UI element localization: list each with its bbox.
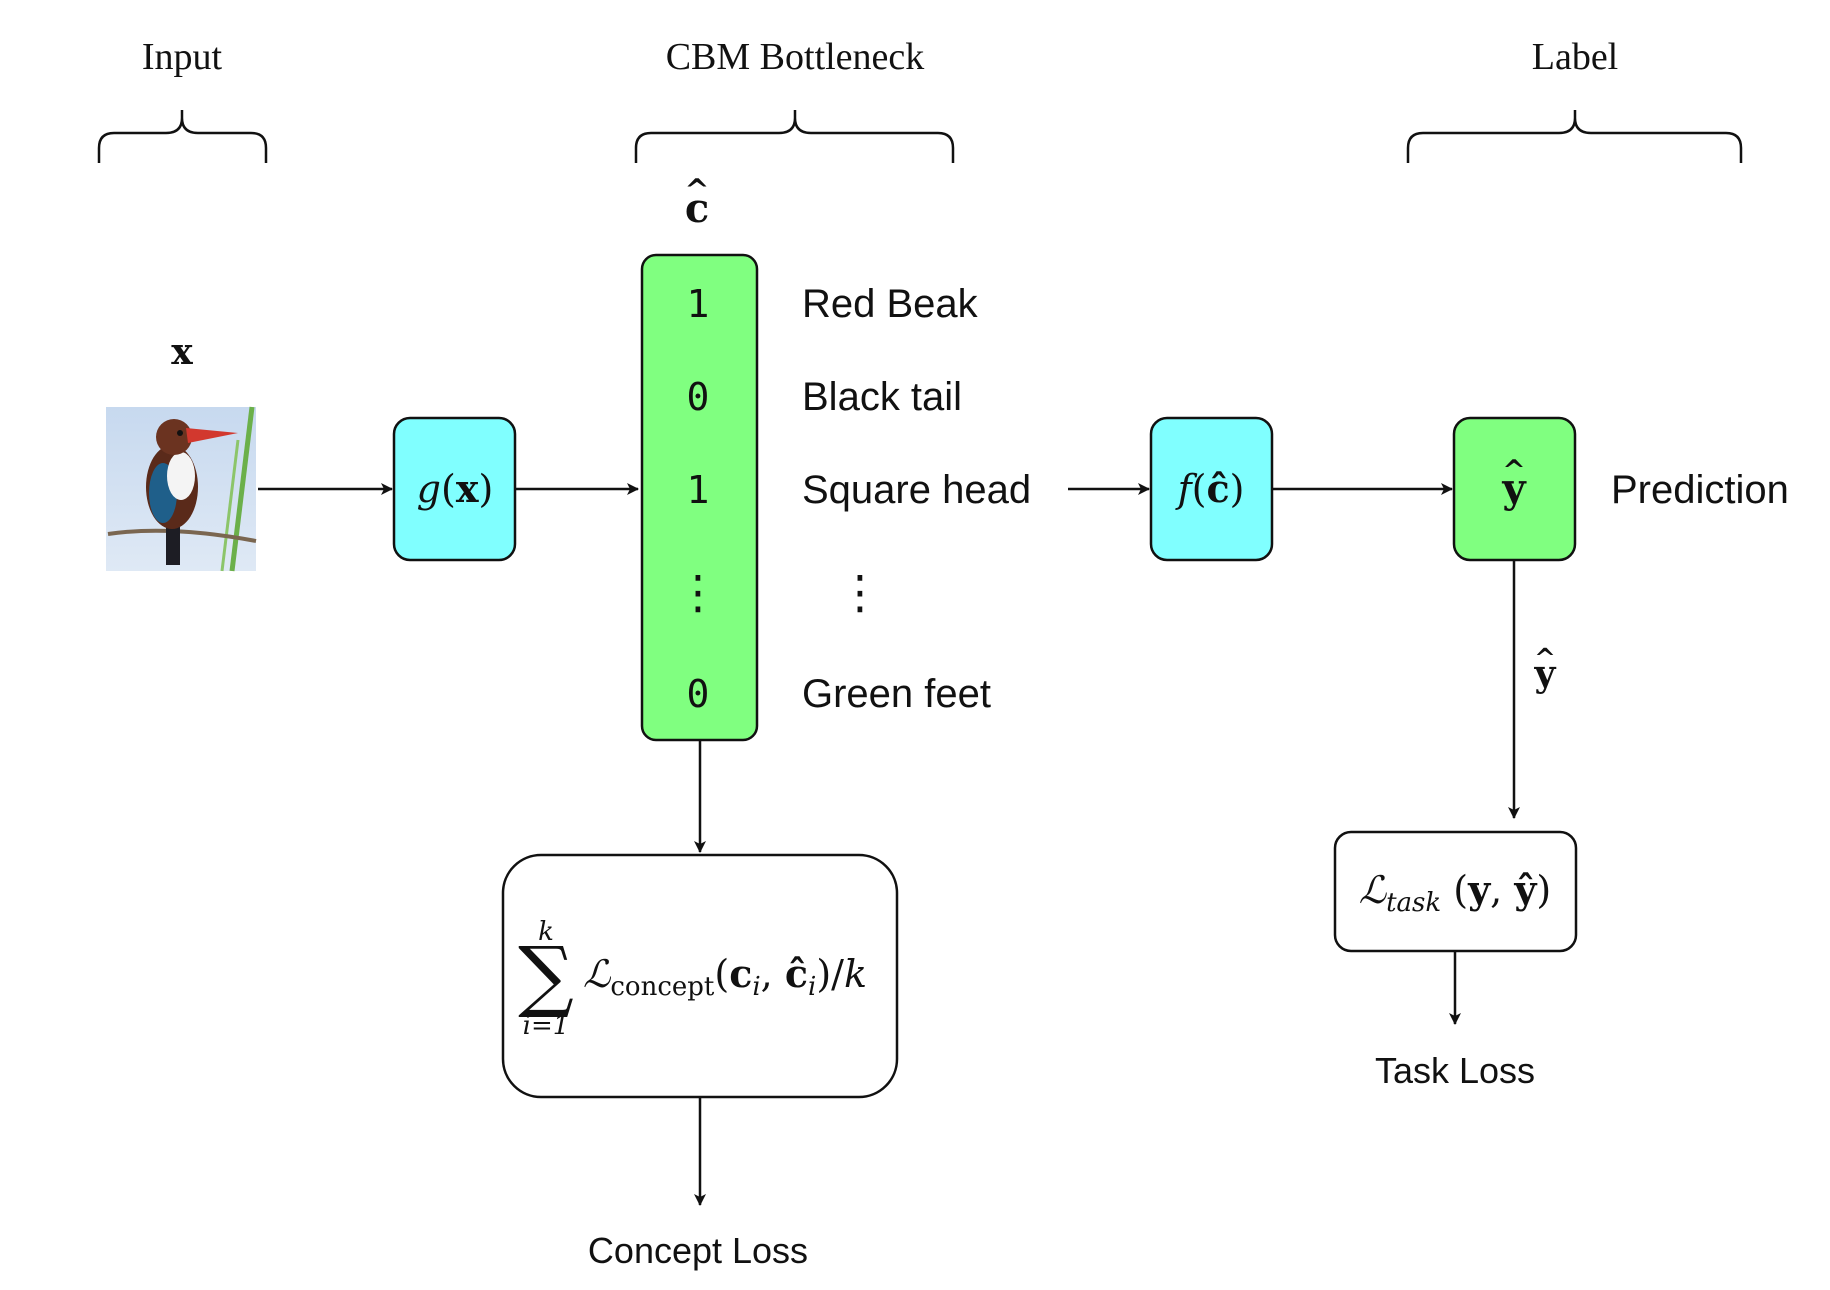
- sum-lower-limit: i=1: [523, 1011, 570, 1041]
- task-loss-caption: Task Loss: [1375, 1050, 1535, 1091]
- prediction-label: Prediction: [1611, 468, 1789, 512]
- brace-label: [1406, 110, 1743, 163]
- predictor-box: f(ĉ): [1149, 416, 1274, 562]
- svg-text:y: y: [1501, 465, 1527, 512]
- concept-vector-symbol: c ^: [684, 173, 709, 232]
- concept-name: Red Beak: [802, 282, 979, 326]
- svg-text:c: c: [685, 185, 709, 232]
- brace-input: [97, 110, 268, 163]
- concept-value: 1: [687, 282, 710, 326]
- header-label: Label: [1532, 36, 1619, 78]
- sum-upper-limit: k: [538, 917, 554, 947]
- svg-text:f(ĉ): f(ĉ): [1175, 466, 1245, 511]
- concept-loss-subscript: concept: [610, 972, 715, 1002]
- encoder-box: g(x): [392, 416, 517, 562]
- task-loss-box: ℒtask (y, ŷ): [1333, 830, 1578, 953]
- input-symbol: x: [171, 331, 193, 373]
- header-input: Input: [142, 36, 223, 78]
- concept-name: Green feet: [802, 672, 991, 716]
- concept-name-ellipsis: ⋮: [837, 566, 883, 618]
- svg-text:ℒtask (y, ŷ): ℒtask (y, ŷ): [1359, 867, 1552, 918]
- edge-label-y-hat: y ^: [1534, 644, 1557, 695]
- concept-value-ellipsis: ⋮: [675, 566, 721, 618]
- svg-text:^: ^: [684, 173, 709, 208]
- encoder-arg: x: [456, 466, 479, 511]
- svg-text:^: ^: [1502, 454, 1525, 487]
- prediction-box: y ^: [1452, 416, 1577, 562]
- task-loss-subscript: task: [1386, 888, 1441, 918]
- svg-text:ℒconcept(ci, ĉi)/k: ℒconcept(ci, ĉi)/k: [583, 951, 867, 1002]
- concept-value: 0: [687, 672, 710, 716]
- svg-text:g(x): g(x): [417, 466, 494, 511]
- concept-name: Black tail: [802, 375, 962, 419]
- encoder-func: g: [417, 467, 441, 511]
- brace-bottleneck: [634, 110, 955, 163]
- bird-image: [106, 406, 257, 572]
- concept-loss-divisor: k: [844, 952, 867, 996]
- header-bottleneck: CBM Bottleneck: [666, 36, 925, 78]
- concept-loss-caption: Concept Loss: [588, 1230, 808, 1271]
- concept-loss-box: k ∑ i=1 ℒconcept(ci, ĉi)/k: [501, 853, 899, 1099]
- svg-text:^: ^: [1534, 644, 1556, 674]
- svg-text:y: y: [1534, 653, 1557, 695]
- concept-value: 0: [687, 375, 710, 419]
- predictor-arg: ĉ: [1206, 466, 1229, 511]
- concept-name: Square head: [802, 468, 1031, 512]
- concept-value: 1: [687, 468, 710, 512]
- sum-symbol: ∑: [518, 931, 574, 1021]
